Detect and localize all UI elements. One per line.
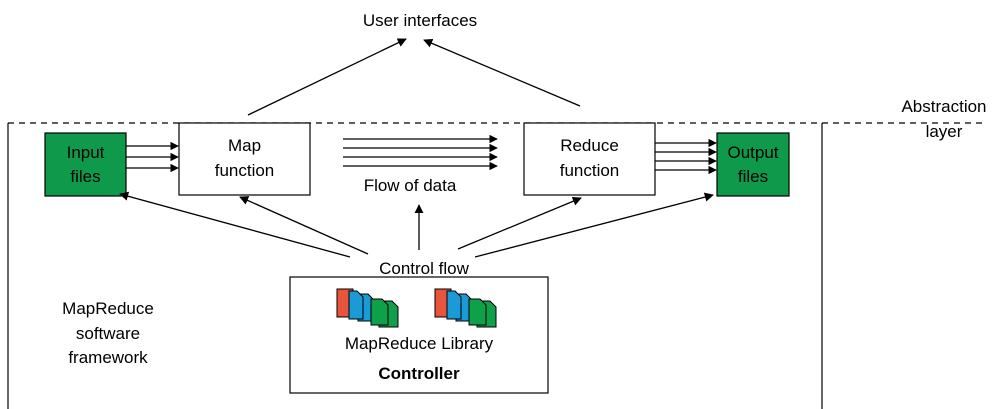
flow-of-data-arrows xyxy=(343,134,498,171)
framework-label-line-3: framework xyxy=(68,348,148,367)
abstraction-label-line-2: layer xyxy=(926,122,963,141)
reduce-function-label-2: function xyxy=(560,161,620,180)
flow-of-data-label: Flow of data xyxy=(364,176,457,195)
input-files-box xyxy=(44,132,127,197)
document-stack-icon xyxy=(434,288,497,328)
map-function-box xyxy=(178,122,311,196)
map-function-label-1: Map xyxy=(228,136,261,155)
framework-label-line-2: software xyxy=(76,324,140,343)
controller-label: Controller xyxy=(378,364,460,383)
reduce-function-label-1: Reduce xyxy=(560,136,619,155)
document-stack-icon xyxy=(336,288,399,328)
output-files-label-1: Output xyxy=(727,143,778,162)
reduce-to-output-arrows xyxy=(655,138,717,175)
output-files-box xyxy=(716,132,790,197)
control-flow-label: Control flow xyxy=(379,259,469,278)
map-function-label-2: function xyxy=(215,161,275,180)
mapreduce-library-label: MapReduce Library xyxy=(345,334,494,353)
input-files-label-2: files xyxy=(70,167,100,186)
framework-label-line-1: MapReduce xyxy=(62,299,154,318)
controller-box xyxy=(289,276,549,394)
output-files-label-2: files xyxy=(738,167,768,186)
input-files-label-1: Input xyxy=(67,143,105,162)
input-to-map-arrows xyxy=(126,141,179,173)
control-flow-arrows xyxy=(119,191,714,258)
reduce-to-ui-arrow xyxy=(423,39,581,107)
user-interfaces-label: User interfaces xyxy=(363,11,477,30)
reduce-function-box xyxy=(523,122,656,196)
map-to-ui-arrow xyxy=(247,38,407,116)
abstraction-label-line-1: Abstraction xyxy=(901,97,986,116)
